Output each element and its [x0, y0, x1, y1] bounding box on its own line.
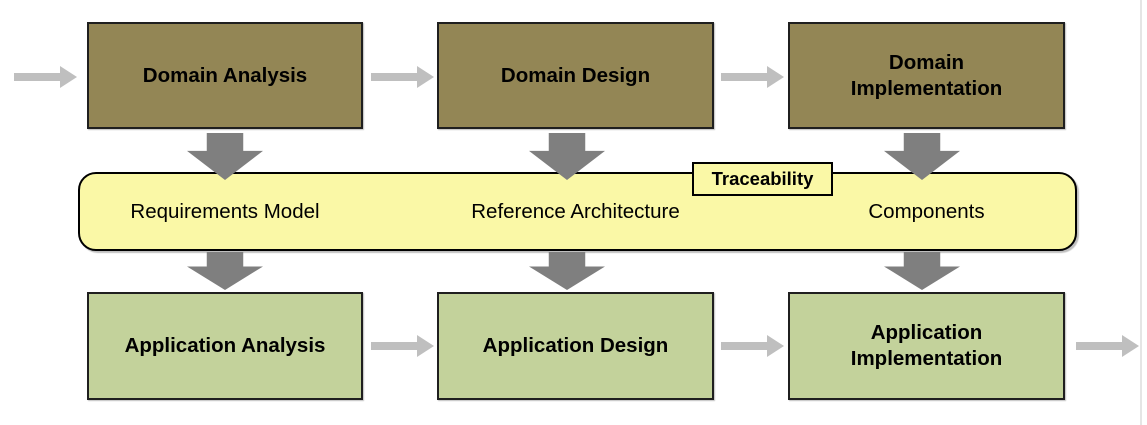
box-domain-implementation-label: Domain Implementation	[850, 50, 1003, 100]
traceability-tag: Traceability	[692, 162, 833, 196]
box-domain-analysis-label: Domain Analysis	[142, 63, 308, 87]
band-label-components: Components	[868, 199, 985, 223]
flow-out-arrow-icon	[1076, 335, 1139, 357]
box-application-design: Application Design	[437, 292, 714, 400]
arrow-domain-design-to-implementation-icon	[721, 66, 784, 88]
flow-in-arrow-icon	[14, 66, 77, 88]
arrow-domain-analysis-to-design-icon	[371, 66, 434, 88]
band-label-reference-architecture: Reference Architecture	[471, 199, 680, 223]
box-domain-design: Domain Design	[437, 22, 714, 129]
arrow-application-design-to-implementation-icon	[721, 335, 784, 357]
box-application-analysis-label: Application Analysis	[124, 334, 326, 357]
box-application-design-label: Application Design	[482, 334, 669, 357]
band-label-requirements-model: Requirements Model	[130, 199, 320, 223]
traceability-band	[78, 172, 1077, 251]
arrow-components-to-application-implementation-icon	[884, 252, 960, 290]
box-application-analysis: Application Analysis	[87, 292, 363, 400]
page-edge-line	[1140, 0, 1142, 425]
arrow-application-analysis-to-design-icon	[371, 335, 434, 357]
arrow-architecture-to-application-design-icon	[529, 252, 605, 290]
box-domain-analysis: Domain Analysis	[87, 22, 363, 129]
box-application-implementation-label: Application Implementation	[850, 321, 1003, 370]
arrow-requirements-to-application-analysis-icon	[187, 252, 263, 290]
box-domain-design-label: Domain Design	[500, 63, 651, 87]
box-domain-implementation: Domain Implementation	[788, 22, 1065, 129]
box-application-implementation: Application Implementation	[788, 292, 1065, 400]
